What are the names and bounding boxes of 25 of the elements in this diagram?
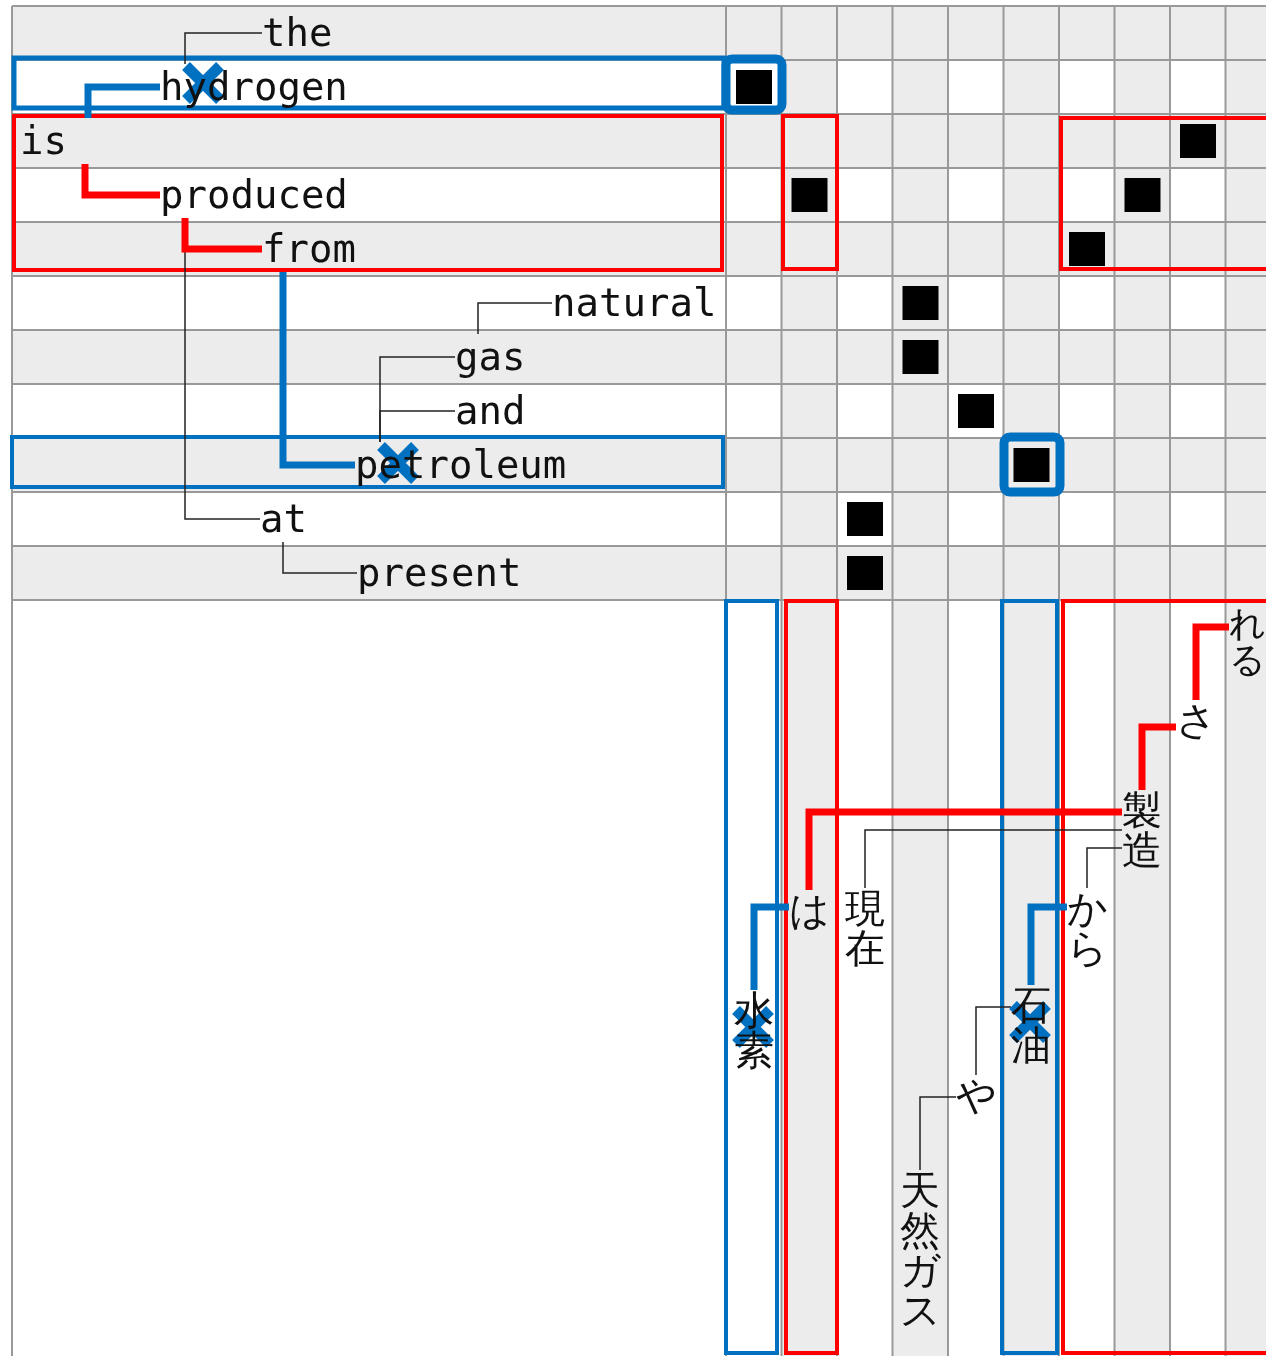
word: 現在 bbox=[845, 888, 885, 968]
dependency-line bbox=[919, 1096, 957, 1171]
dependency-line bbox=[975, 1006, 1012, 1076]
dependency-line bbox=[1086, 847, 1123, 889]
word: 製造 bbox=[1122, 790, 1162, 870]
word: present bbox=[357, 550, 522, 596]
word: さ bbox=[1176, 700, 1216, 740]
word: produced bbox=[160, 172, 348, 218]
word: at bbox=[260, 496, 307, 542]
word: は bbox=[789, 890, 829, 930]
dependency-line bbox=[379, 410, 456, 443]
word: や bbox=[956, 1075, 996, 1115]
word: れる bbox=[1229, 606, 1265, 678]
dependency-line bbox=[184, 32, 263, 65]
dependency-line bbox=[477, 302, 553, 335]
word: natural bbox=[552, 280, 717, 326]
word: the bbox=[262, 10, 333, 56]
word: and bbox=[455, 388, 526, 434]
dependency-line bbox=[864, 829, 1123, 889]
word: gas bbox=[455, 334, 526, 380]
word: from bbox=[262, 226, 356, 272]
dependency-line bbox=[282, 541, 358, 574]
word: 天然ガス bbox=[900, 1170, 940, 1330]
word: から bbox=[1067, 888, 1107, 968]
word: is bbox=[20, 118, 100, 164]
